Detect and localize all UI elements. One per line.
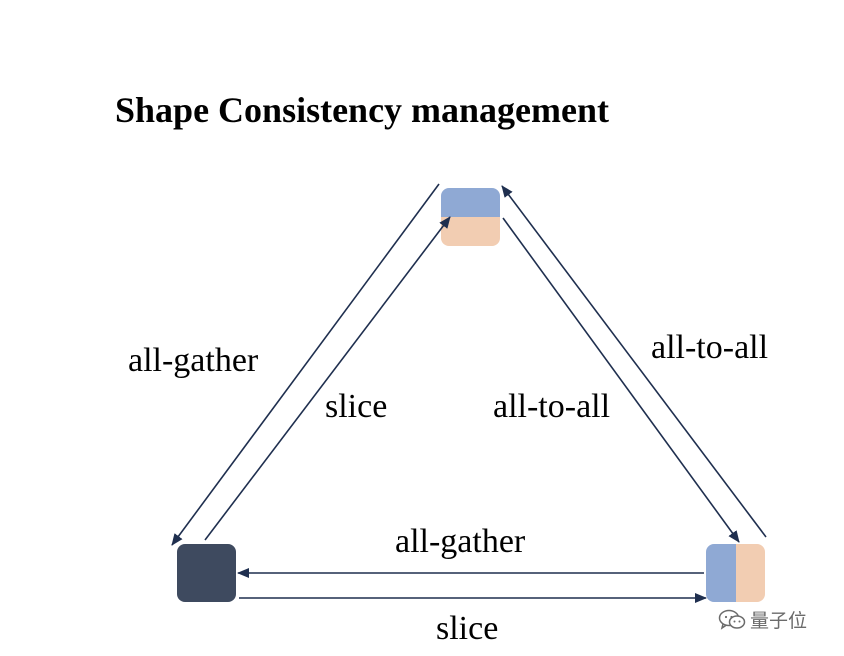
diagram-title: Shape Consistency management [115, 90, 610, 130]
arrow-right-outer-all-to-all [501, 185, 767, 538]
label-right-inner-all-to-all: all-to-all [493, 388, 611, 425]
arrow-left-slice [204, 216, 451, 541]
label-bottom-slice: slice [436, 610, 499, 647]
node-right-left-half [706, 544, 736, 602]
watermark: 量子位 [718, 606, 807, 633]
arrow-left-all-gather [171, 183, 440, 546]
watermark-text: 量子位 [750, 610, 808, 632]
arrow-right-inner-all-to-all [502, 217, 740, 543]
node-bottom-left [177, 544, 236, 602]
node-bottom-right [706, 544, 765, 602]
node-top-lower-half [441, 217, 500, 246]
node-top-upper-half [441, 188, 500, 217]
label-left-slice: slice [325, 388, 388, 425]
label-left-all-gather: all-gather [128, 342, 259, 379]
node-right-right-half [736, 544, 765, 602]
wechat-icon [718, 609, 746, 631]
label-bottom-all-gather: all-gather [395, 523, 526, 560]
node-top [441, 188, 500, 246]
label-right-outer-all-to-all: all-to-all [651, 329, 769, 366]
